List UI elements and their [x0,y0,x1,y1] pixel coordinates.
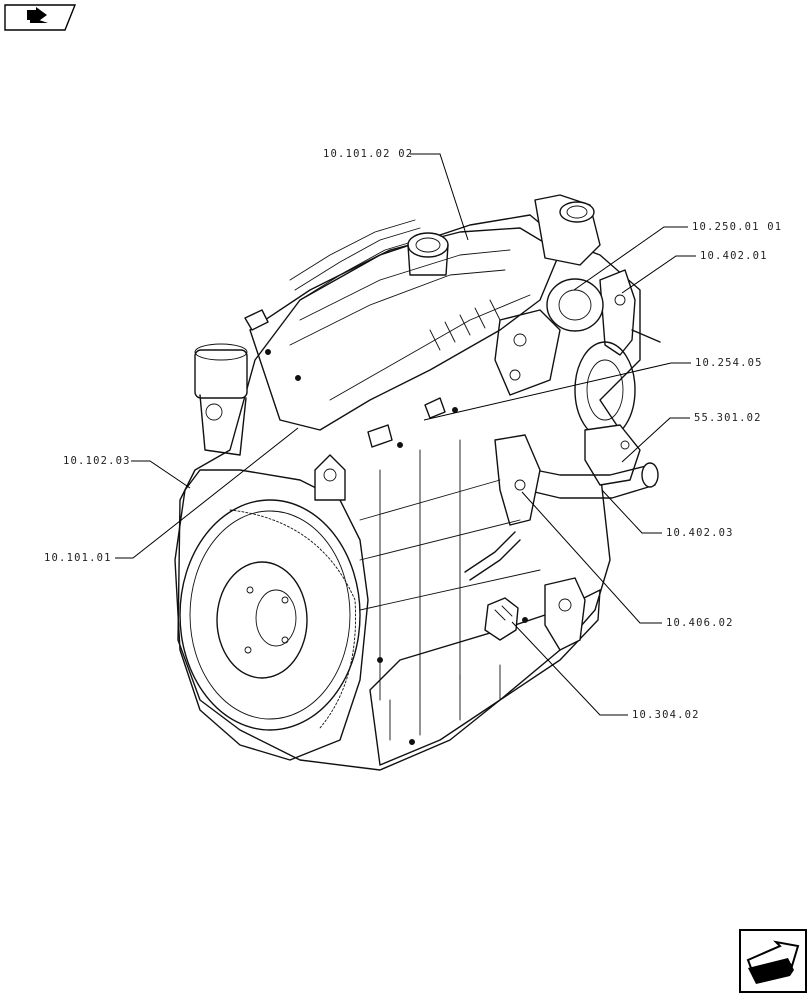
folder-arrow-icon[interactable] [4,4,77,31]
leader-egr-pipe [601,489,662,534]
leader-breather [423,362,691,421]
callout-label-egr-cooler[interactable]: 10.406.02 [666,617,734,629]
callout-label-exhaust-pipe[interactable]: 10.402.01 [700,250,768,262]
callout-label-cylinder-head[interactable]: 10.101.02 02 [323,148,413,160]
engine-illustration [174,194,661,771]
leader-water-pump [621,417,690,463]
leader-oil-cap [511,621,628,716]
leader-cylinder-head [410,153,469,241]
callout-label-egr-pipe[interactable]: 10.402.03 [666,527,734,539]
leader-oil-filter-head [131,460,191,489]
callouts: 10.101.02 02 10.250.01 01 10.402.01 10.2… [44,148,782,721]
callout-label-thermostat[interactable]: 10.250.01 01 [692,221,782,233]
callout-label-water-pump[interactable]: 55.301.02 [694,412,762,424]
leader-thermostat [573,226,688,291]
callout-label-crankcase[interactable]: 10.101.01 [44,552,112,564]
callout-label-breather[interactable]: 10.254.05 [695,357,763,369]
leader-crankcase [115,427,299,559]
callout-label-oil-filter-head[interactable]: 10.102.03 [63,455,131,467]
leader-egr-cooler [521,491,662,624]
leader-exhaust-pipe [621,255,696,294]
next-page-arrow-icon[interactable] [739,929,807,993]
callout-label-oil-cap[interactable]: 10.304.02 [632,709,700,721]
